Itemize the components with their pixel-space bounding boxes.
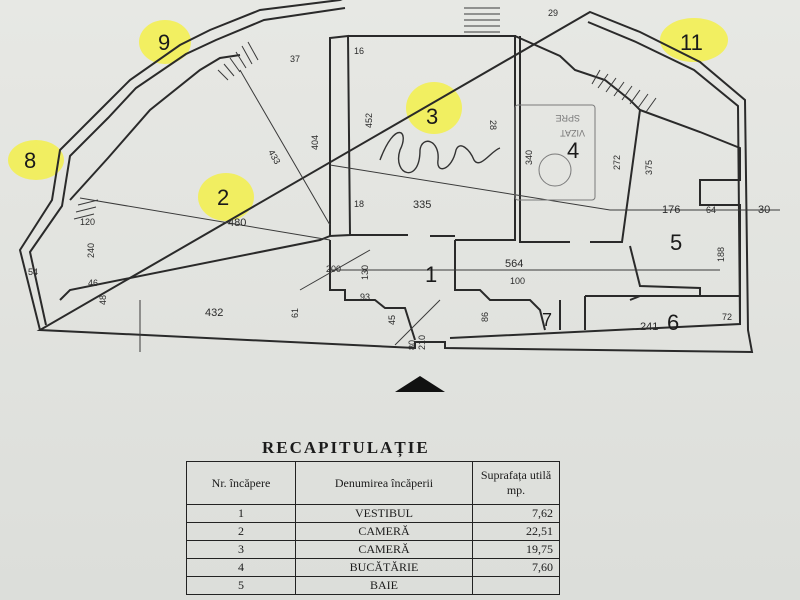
table-row: 5 BAIE — [186, 576, 560, 595]
dim-label: 64 — [706, 205, 716, 215]
diagonal-lines — [79, 69, 780, 352]
highlight-2 — [198, 173, 254, 221]
header-name: Denumirea încăperii — [295, 461, 473, 505]
dim-label: 433 — [266, 148, 282, 166]
header-area: Suprafața utilă mp. — [472, 461, 560, 505]
dim-label: 100 — [510, 276, 525, 286]
dim-label: 188 — [716, 247, 726, 262]
room-number-6: 6 — [667, 310, 679, 335]
table-row: 1 VESTIBUL 7,62 — [186, 504, 560, 523]
dimension-labels: 480 433 404 452 335 28 340 272 375 176 6… — [28, 8, 770, 350]
table-row: 3 CAMERĂ 19,75 — [186, 540, 560, 559]
dim-label: 18 — [354, 199, 364, 209]
dim-label: 54 — [28, 267, 38, 277]
dim-label: 30 — [758, 204, 770, 216]
dim-label: 272 — [612, 155, 622, 170]
dim-label: 48 — [98, 295, 108, 305]
dim-label: 130 — [360, 265, 370, 280]
room6-walls — [559, 295, 740, 330]
dim-label: 375 — [644, 160, 654, 175]
cell-name: CAMERĂ — [295, 522, 473, 541]
corridor-walls — [454, 240, 546, 331]
cell-name: BAIE — [295, 576, 473, 595]
outer-wall-inner — [28, 7, 742, 339]
dim-label: 200 — [326, 264, 341, 274]
stamp-text-vizat: VIZAT — [560, 128, 585, 138]
cell-nr: 5 — [186, 576, 296, 595]
stamp-text-spre: SPRE — [555, 113, 580, 123]
highlight-9 — [139, 20, 191, 64]
cell-area: 19,75 — [472, 540, 560, 559]
table-row: 2 CAMERĂ 22,51 — [186, 522, 560, 541]
dim-label: 72 — [722, 312, 732, 322]
dim-label: 29 — [548, 8, 558, 18]
highlight-8 — [8, 140, 64, 180]
cell-name: BUCĂTĂRIE — [295, 558, 473, 577]
cell-nr: 1 — [186, 504, 296, 523]
signature — [379, 131, 501, 174]
dim-label: 176 — [662, 204, 680, 216]
table-header-row: Nr. încăpere Denumirea încăperii Suprafa… — [186, 461, 560, 505]
dim-label: 335 — [413, 199, 431, 211]
dim-label: 37 — [290, 54, 300, 64]
dim-label: 340 — [524, 150, 534, 165]
room5-walls — [629, 109, 741, 324]
room-number-2: 2 — [217, 185, 229, 210]
dim-label: 452 — [364, 113, 374, 128]
dim-label: 210 — [417, 335, 427, 350]
cell-name: VESTIBUL — [295, 504, 473, 523]
dim-label: 432 — [205, 307, 223, 319]
cell-nr: 3 — [186, 540, 296, 559]
table-row: 4 BUCĂTĂRIE 7,60 — [186, 558, 560, 577]
cell-area — [472, 576, 560, 595]
cell-name: CAMERĂ — [295, 540, 473, 559]
dim-label: 404 — [310, 135, 320, 150]
dim-label: 93 — [360, 292, 370, 302]
outer-wall — [18, 0, 754, 354]
approval-stamp: VIZAT SPRE — [514, 104, 596, 201]
dim-label: 28 — [488, 120, 498, 130]
header-nr: Nr. încăpere — [186, 461, 296, 505]
room-number-11: 11 — [680, 30, 703, 55]
north-arrow-icon — [395, 376, 445, 392]
room-number-8: 8 — [24, 148, 36, 173]
room-number-3: 3 — [426, 104, 438, 129]
dim-label: 120 — [80, 217, 95, 227]
dim-label: 61 — [290, 308, 300, 318]
room-number-9: 9 — [158, 30, 170, 55]
dim-label: 46 — [88, 278, 98, 288]
hatching — [73, 7, 657, 220]
cell-nr: 4 — [186, 558, 296, 577]
room3-lower — [350, 234, 455, 237]
cell-area: 7,62 — [472, 504, 560, 523]
dim-label: 45 — [387, 315, 397, 325]
dim-label: 80 — [407, 340, 417, 350]
cell-nr: 2 — [186, 522, 296, 541]
dim-label: 480 — [228, 217, 246, 229]
recap-table: Nr. încăpere Denumirea încăperii Suprafa… — [186, 461, 560, 595]
room-number-1: 1 — [425, 262, 437, 287]
dim-label: 564 — [505, 258, 523, 270]
dim-label: 16 — [354, 46, 364, 56]
dim-label: 240 — [86, 243, 96, 258]
cell-area: 7,60 — [472, 558, 560, 577]
recap-title: RECAPITULAȚIE — [262, 438, 430, 457]
room-number-7: 7 — [542, 310, 552, 330]
dim-label: 241 — [640, 321, 658, 333]
dim-label: 86 — [480, 312, 490, 322]
room2-walls — [59, 54, 416, 341]
room-number-5: 5 — [670, 230, 682, 255]
cell-area: 22,51 — [472, 522, 560, 541]
room-number-4: 4 — [567, 138, 579, 163]
